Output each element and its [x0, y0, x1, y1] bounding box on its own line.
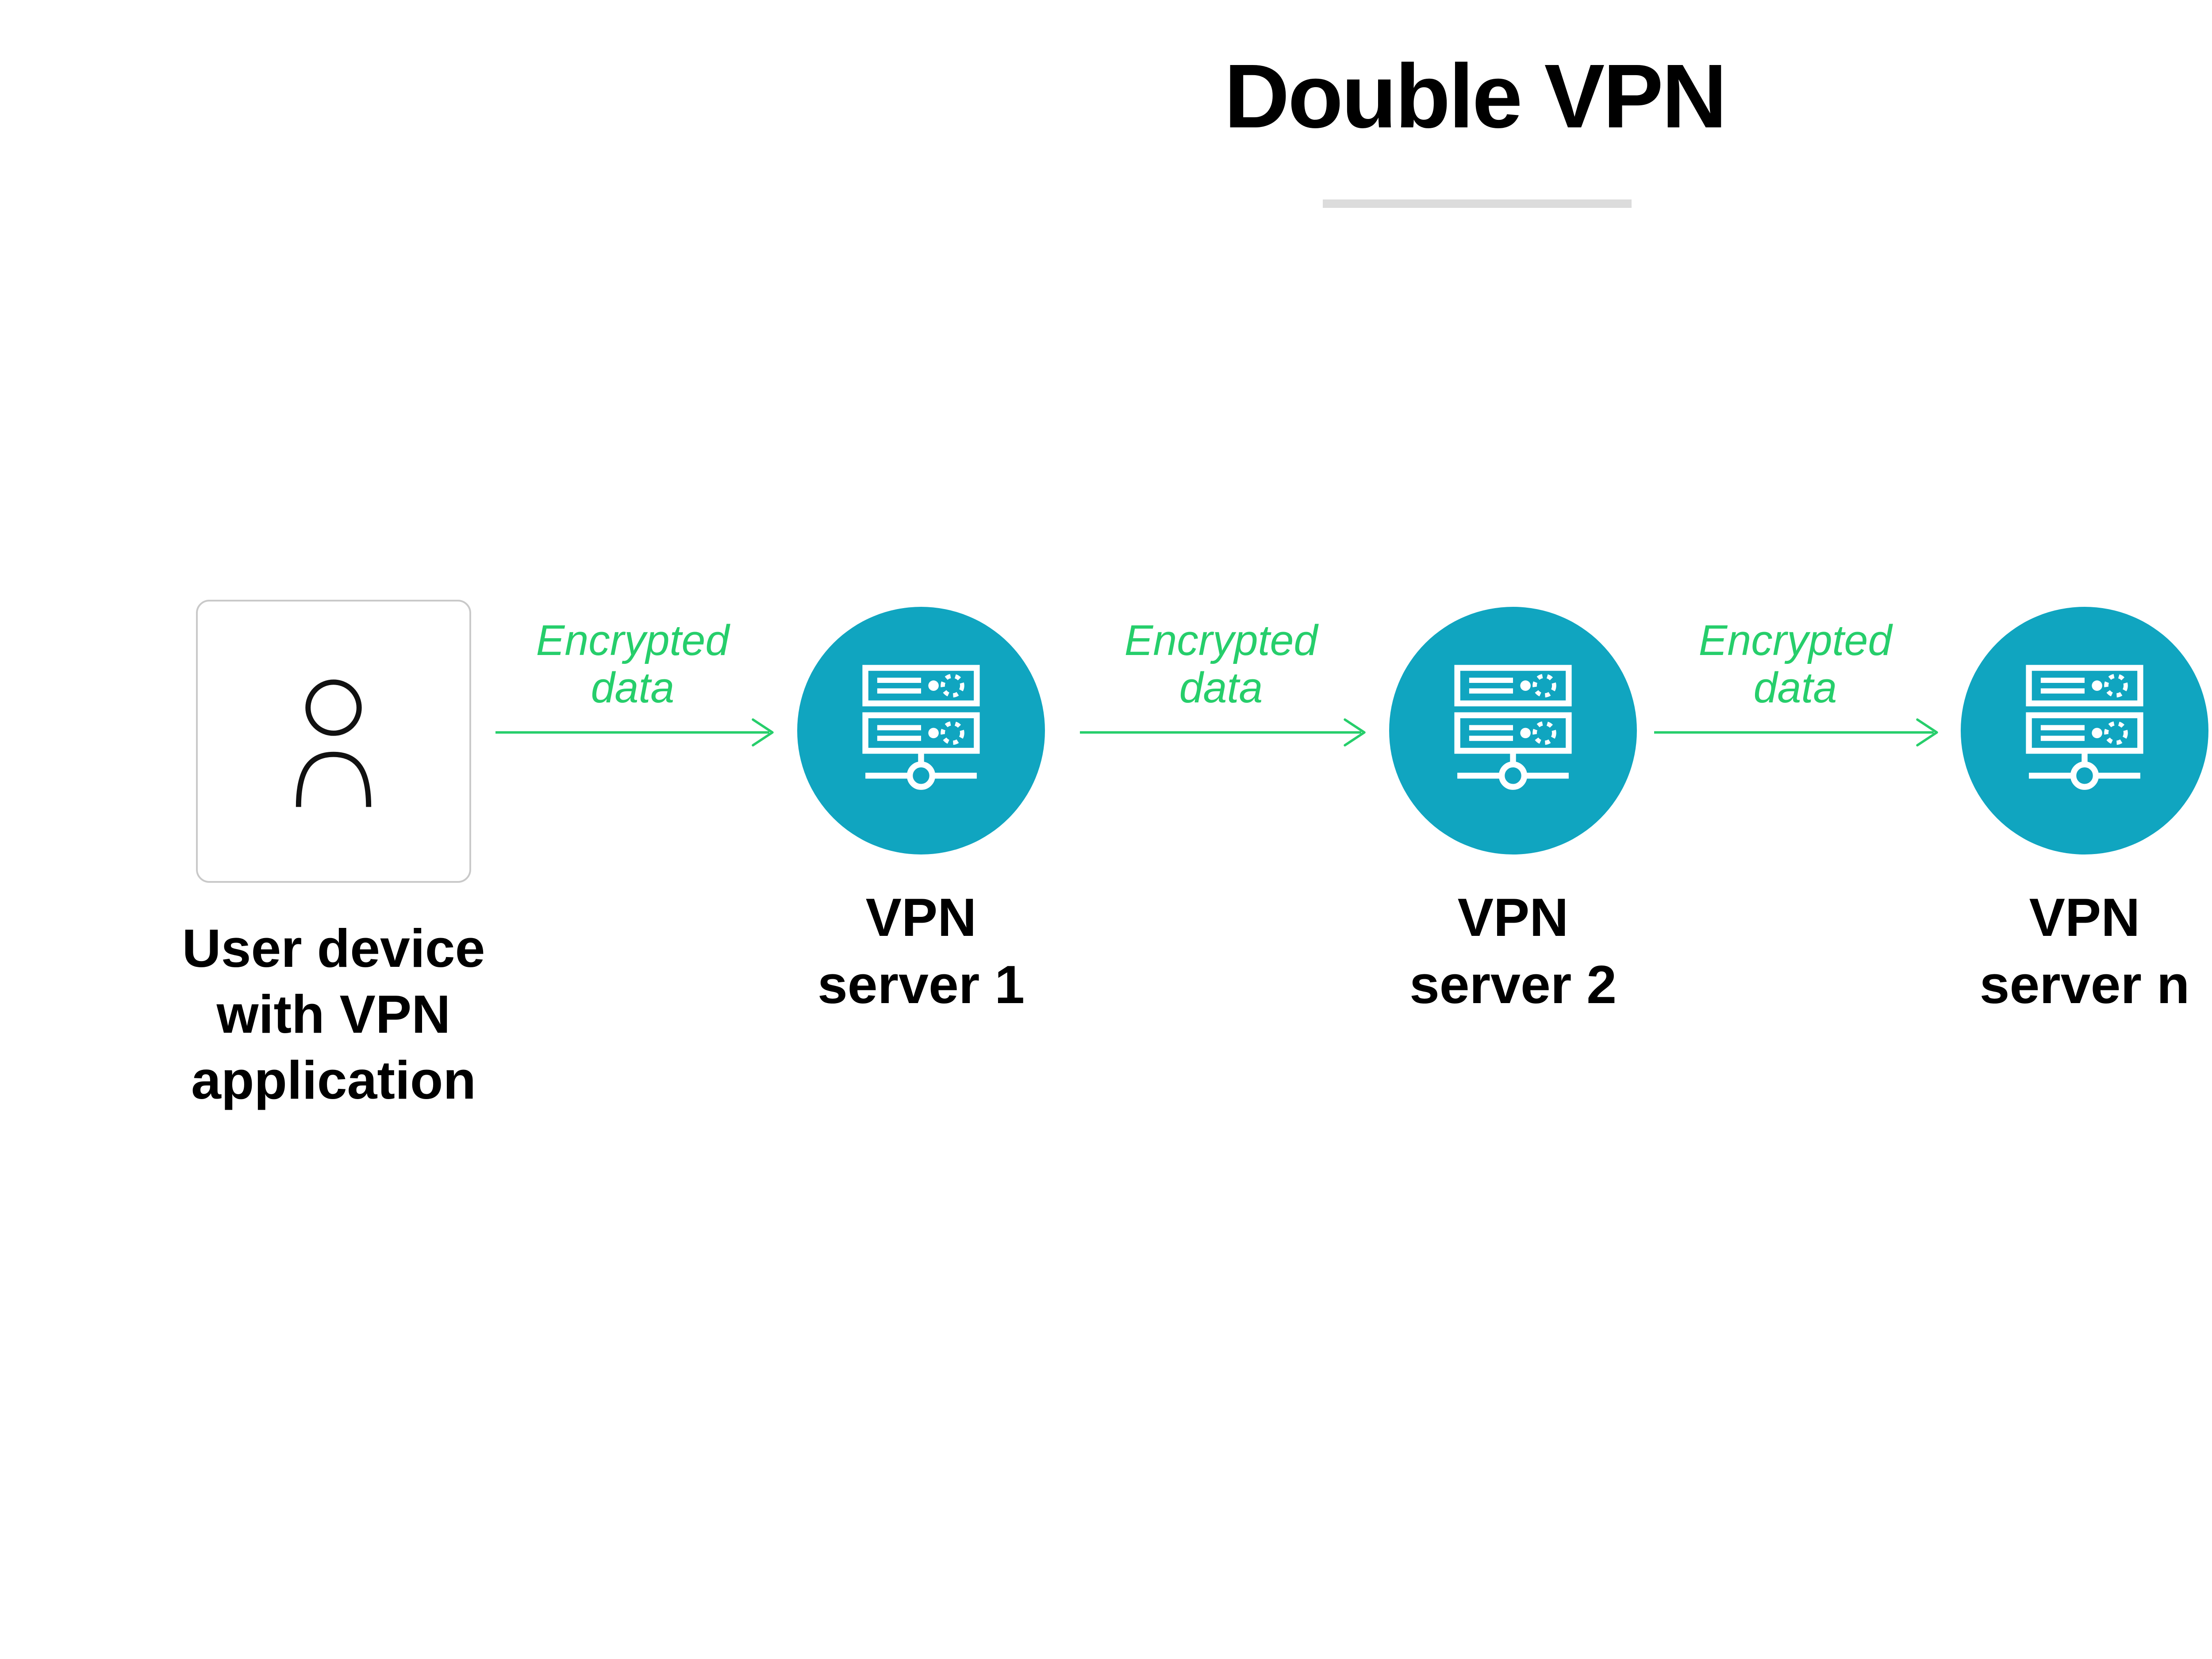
- vpn-server-n-label: VPN server n: [1886, 884, 2212, 1018]
- link-label-encrypted-2: Encrypted data: [1053, 617, 1389, 711]
- arrow-right-icon: [1080, 718, 1366, 747]
- link-label-decrypted: Decrypted data sent to target: [2209, 571, 2212, 713]
- link-label-line: Encrypted: [1698, 616, 1892, 664]
- user-device-label: User device with VPN application: [134, 916, 533, 1113]
- link-label-line: data: [1753, 663, 1837, 712]
- link-label-line: data: [591, 663, 675, 712]
- link-label-encrypted-3: Encrypted data: [1627, 617, 1963, 711]
- server-icon: [1454, 664, 1572, 797]
- user-device-label-line: with VPN: [216, 984, 451, 1044]
- user-device-box: [196, 600, 471, 883]
- server-icon: [2025, 664, 2144, 797]
- vpn-server-n-label-line: VPN: [2029, 887, 2140, 947]
- title-underline: [1323, 199, 1632, 208]
- link-label-line: target: [2209, 666, 2212, 713]
- vpn-server-n-label-line: server n: [1979, 954, 2190, 1015]
- vpn-server-2-label-line: server 2: [1409, 954, 1617, 1015]
- vpn-server-1-circle: [797, 607, 1045, 854]
- person-icon: [261, 663, 407, 820]
- user-device-label-line: application: [191, 1050, 476, 1110]
- vpn-server-1-label-line: VPN: [865, 887, 977, 947]
- server-icon: [862, 664, 980, 797]
- link-label-encrypted-1: Encrypted data: [465, 617, 801, 711]
- vpn-server-2-label-line: VPN: [1457, 887, 1569, 947]
- link-label-line: data: [1179, 663, 1263, 712]
- link-label-line: data sent to: [2209, 618, 2212, 666]
- user-device-label-line: User device: [182, 918, 485, 978]
- vpn-server-2-circle: [1389, 607, 1637, 854]
- arrow-right-icon: [1654, 718, 1938, 747]
- vpn-server-n-circle: [1961, 607, 2208, 854]
- vpn-server-1-label: VPN server 1: [722, 884, 1120, 1018]
- link-label-line: Encrypted: [1124, 616, 1318, 664]
- link-label-line: Encrypted: [536, 616, 730, 664]
- vpn-server-1-label-line: server 1: [817, 954, 1025, 1015]
- vpn-server-2-label: VPN server 2: [1314, 884, 1712, 1018]
- link-label-line: Decrypted: [2209, 571, 2212, 618]
- page-title: Double VPN: [1224, 46, 1727, 147]
- arrow-right-icon: [495, 718, 774, 747]
